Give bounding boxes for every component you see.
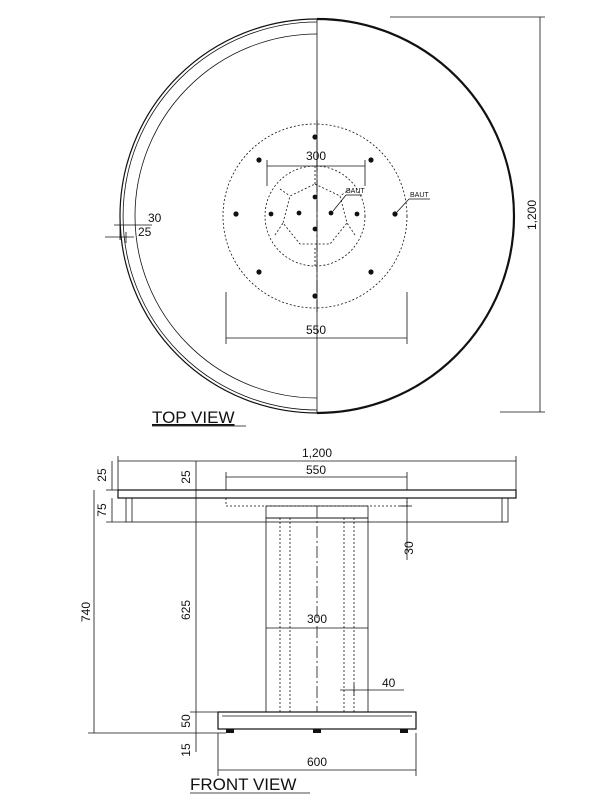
svg-text:BAUT: BAUT [410, 192, 429, 199]
baut-label-inner: BAUT [332, 188, 365, 212]
front-view: 1,200 550 300 [79, 446, 517, 794]
dim-40-front: 40 [340, 676, 404, 696]
right-half-edge [316, 17, 516, 415]
svg-text:740: 740 [79, 602, 93, 622]
dim-550-front: 550 [225, 463, 408, 490]
dim-300-top: 300 [266, 149, 366, 186]
svg-text:1,200: 1,200 [302, 446, 332, 460]
svg-text:75: 75 [95, 503, 109, 517]
middle-bolt-circle [264, 165, 366, 267]
outer-bolt-holes [233, 134, 398, 299]
inner-bolt-holes [268, 194, 360, 232]
svg-text:300: 300 [306, 149, 326, 163]
svg-text:BAUT: BAUT [346, 188, 365, 195]
dim-rim: 30 25 [105, 211, 162, 243]
dim-740-left: 740 [79, 490, 226, 734]
dim-25-left: 25 [95, 461, 118, 491]
top-view: 300 550 BAUT BAUT 30 25 [105, 16, 545, 427]
svg-text:30: 30 [148, 211, 162, 225]
column-hidden-lines [279, 518, 355, 712]
svg-text:300: 300 [307, 612, 327, 626]
rim-ring-outer [122, 21, 318, 411]
dim-1200-horizontal: 1,200 [117, 446, 517, 490]
top-view-title: TOP VIEW [152, 408, 235, 427]
svg-text:25: 25 [179, 470, 193, 484]
svg-text:600: 600 [307, 755, 327, 769]
svg-text:50: 50 [179, 714, 193, 728]
rim-ring-inner [134, 33, 318, 399]
dim-600-front: 600 [217, 733, 417, 776]
svg-text:40: 40 [382, 676, 396, 690]
dim-50-base: 50 [179, 712, 197, 729]
svg-text:15: 15 [179, 743, 193, 757]
table-top-slab [117, 489, 517, 499]
front-view-title: FRONT VIEW [190, 775, 296, 794]
dim-550-top: 550 [225, 292, 408, 344]
svg-text:25: 25 [138, 225, 152, 239]
spokes [274, 166, 356, 266]
svg-text:625: 625 [179, 600, 193, 620]
dim-300-front: 300 [266, 612, 368, 629]
base-feet [226, 729, 408, 733]
mounting-plate [225, 497, 408, 507]
dim-25-inner: 25 [179, 461, 197, 498]
dim-1200-vertical: 1,200 [390, 16, 545, 413]
baut-label-outer: BAUT [396, 192, 430, 213]
column-heptagon [282, 183, 348, 245]
svg-text:1,200: 1,200 [525, 200, 539, 230]
svg-text:550: 550 [306, 323, 326, 337]
dim-15-feet: 15 [179, 729, 197, 757]
svg-text:550: 550 [306, 463, 326, 477]
base-plate [217, 711, 417, 730]
dim-30-right: 30 [400, 498, 416, 560]
svg-text:25: 25 [95, 468, 109, 482]
dim-625-column: 625 [179, 498, 218, 713]
dim-75-left: 75 [95, 498, 126, 523]
outer-bolt-circle [222, 123, 408, 309]
svg-text:30: 30 [402, 541, 416, 555]
